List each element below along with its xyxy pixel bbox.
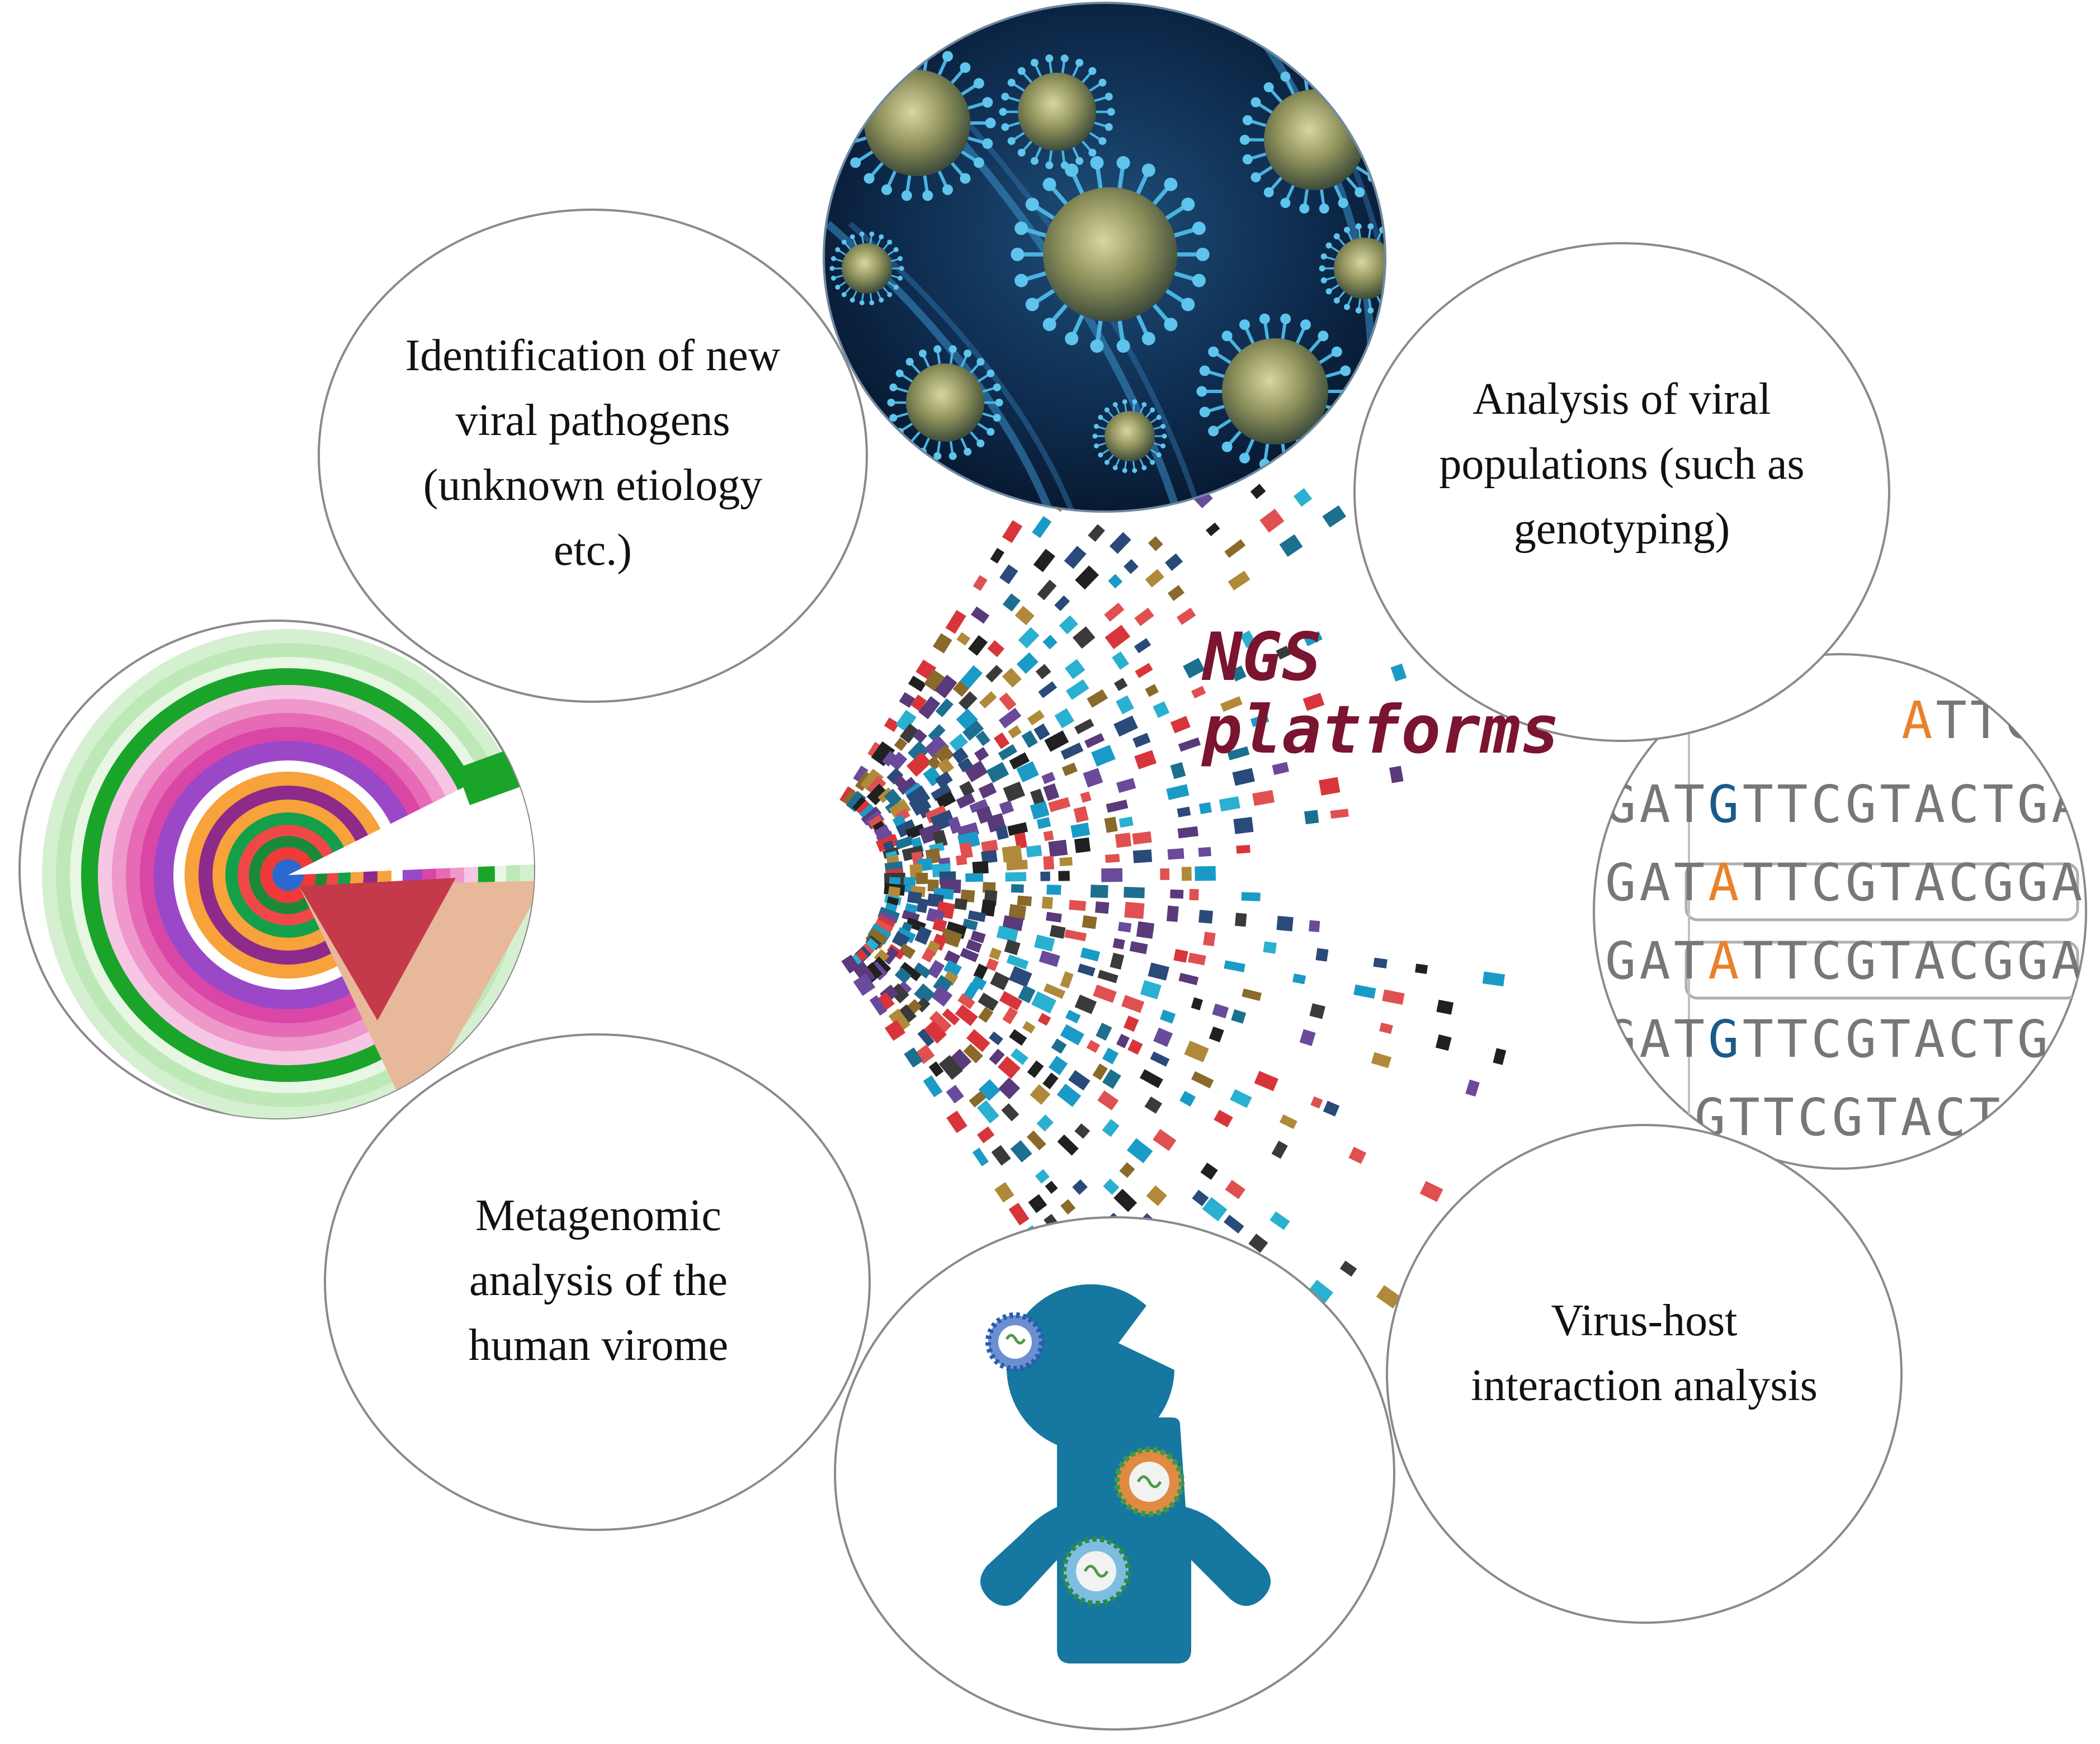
- virus-image: [823, 2, 1386, 513]
- virus-host-line-1: Virus-host: [1551, 1296, 1738, 1345]
- bubble-metagenomic: [324, 1033, 871, 1531]
- bubble-identification: [318, 209, 868, 703]
- metagenomic-line-1: Metagenomic: [475, 1191, 721, 1240]
- bubble-populations: [1353, 242, 1890, 742]
- sequence-row: GATGTTCGTACTGAA: [1605, 774, 2100, 834]
- populations-line-2: populations (such as: [1439, 439, 1805, 489]
- populations-line-3: genotyping): [1513, 504, 1730, 554]
- identification-text: Identification of new viral pathogens (u…: [347, 313, 839, 593]
- identification-line-1: Identification of new: [405, 331, 781, 380]
- ngs-platforms-label: NGS platforms: [1202, 621, 1560, 766]
- sequence-row: GATATTCGTACGGAAT: [1605, 931, 2100, 991]
- virus-host-person-image: [834, 1216, 1395, 1731]
- populations-line-1: Analysis of viral: [1473, 375, 1771, 424]
- metagenomic-text: Metagenomic analysis of the human virome: [352, 1174, 844, 1387]
- sequence-alignment-image: ATTCGTACG GATGTTCGTACTGAA GATATTCGTACGGATT…: [1593, 653, 2100, 1170]
- virus-particle-icon: [1114, 1447, 1185, 1517]
- virus-host-text: Virus-host interaction analysis: [1398, 1280, 1890, 1426]
- virus-host-line-2: interaction analysis: [1471, 1361, 1818, 1410]
- bubble-virus-host: [1386, 1124, 1903, 1624]
- taxonomy-sunburst-image: [18, 620, 535, 1119]
- identification-line-4: etc.): [554, 526, 632, 575]
- identification-line-3: (unknown etiology: [423, 461, 763, 510]
- ngs-reads-fan-graphic: [839, 259, 1507, 1509]
- virus-particle-icon: [985, 1312, 1045, 1372]
- populations-text: Analysis of viral populations (such as g…: [1376, 358, 1868, 570]
- metagenomic-line-2: analysis of the: [469, 1256, 728, 1305]
- identification-line-2: viral pathogens: [455, 396, 730, 445]
- sequence-row: GATATTCGTACGGATT: [1605, 853, 2100, 913]
- sequence-row: ATTCGTACG: [1901, 691, 2100, 750]
- sequence-row: GATGTTCGTACTGAA: [1605, 1009, 2100, 1069]
- ngs-title-line2: platforms: [1202, 691, 1560, 768]
- ngs-title-line1: NGS: [1202, 618, 1322, 696]
- metagenomic-line-3: human virome: [468, 1321, 729, 1370]
- virus-particle-icon: [1061, 1536, 1131, 1606]
